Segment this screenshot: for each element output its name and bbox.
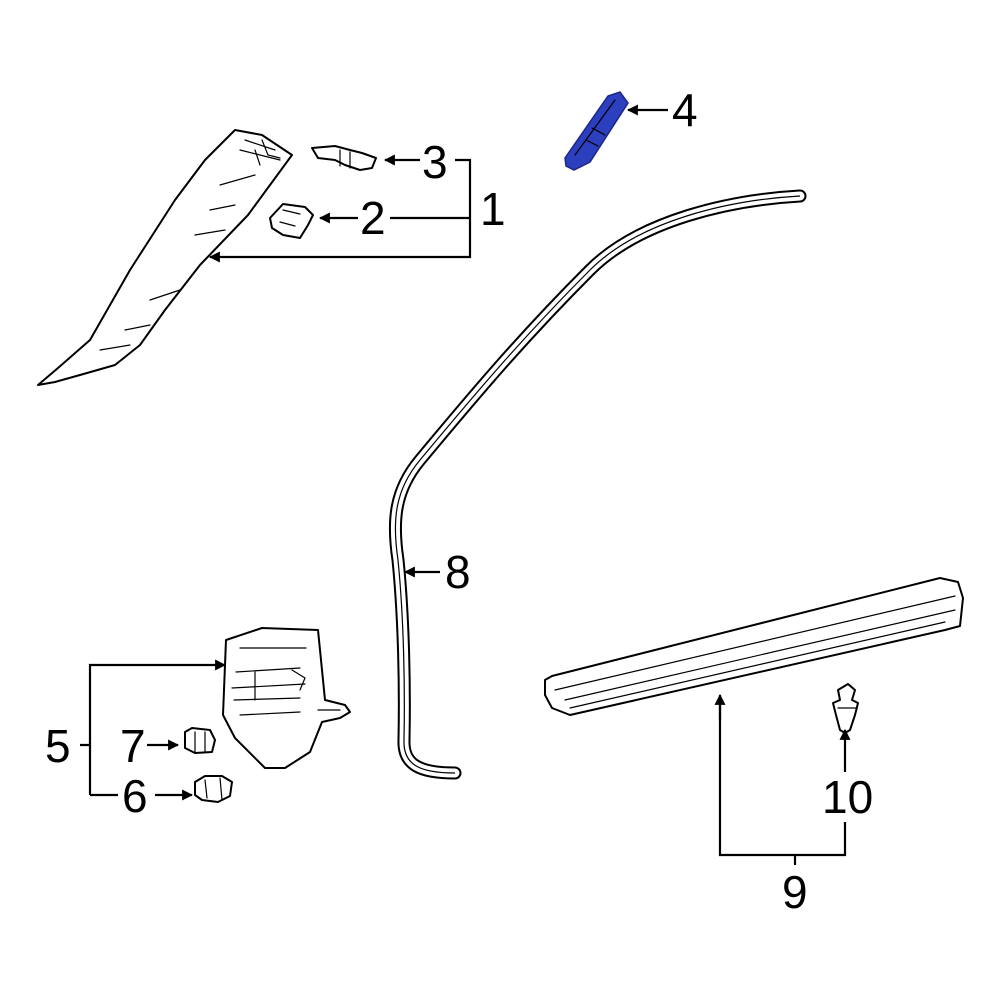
leader-lines — [80, 104, 851, 865]
clip-part-6 — [194, 775, 233, 803]
callout-8: 8 — [445, 546, 471, 598]
push-clip-part-10 — [832, 683, 859, 734]
pillar-garnish-part — [37, 129, 293, 386]
callout-10: 10 — [822, 771, 873, 823]
kick-panel-part-5 — [222, 627, 351, 769]
callout-4: 4 — [672, 84, 698, 136]
callout-labels: 1 2 3 4 5 6 7 8 9 10 — [45, 84, 873, 918]
weatherstrip-part-8 — [388, 189, 807, 780]
callout-5: 5 — [45, 720, 71, 772]
clip-part-3 — [311, 145, 377, 171]
clip-part-7 — [184, 727, 216, 754]
clip-part-2 — [269, 203, 314, 239]
leader-bracket-9 — [718, 700, 847, 857]
callout-9: 9 — [782, 866, 808, 918]
callout-6: 6 — [122, 770, 148, 822]
callout-2: 2 — [360, 192, 386, 244]
callout-7: 7 — [120, 720, 146, 772]
callout-3: 3 — [422, 136, 448, 188]
scuff-plate-part-9 — [544, 577, 964, 716]
leader-bracket-1 — [208, 158, 472, 263]
callout-1: 1 — [480, 183, 506, 235]
leader-bracket-5 — [80, 659, 227, 747]
highlighted-part-4 — [564, 91, 629, 171]
